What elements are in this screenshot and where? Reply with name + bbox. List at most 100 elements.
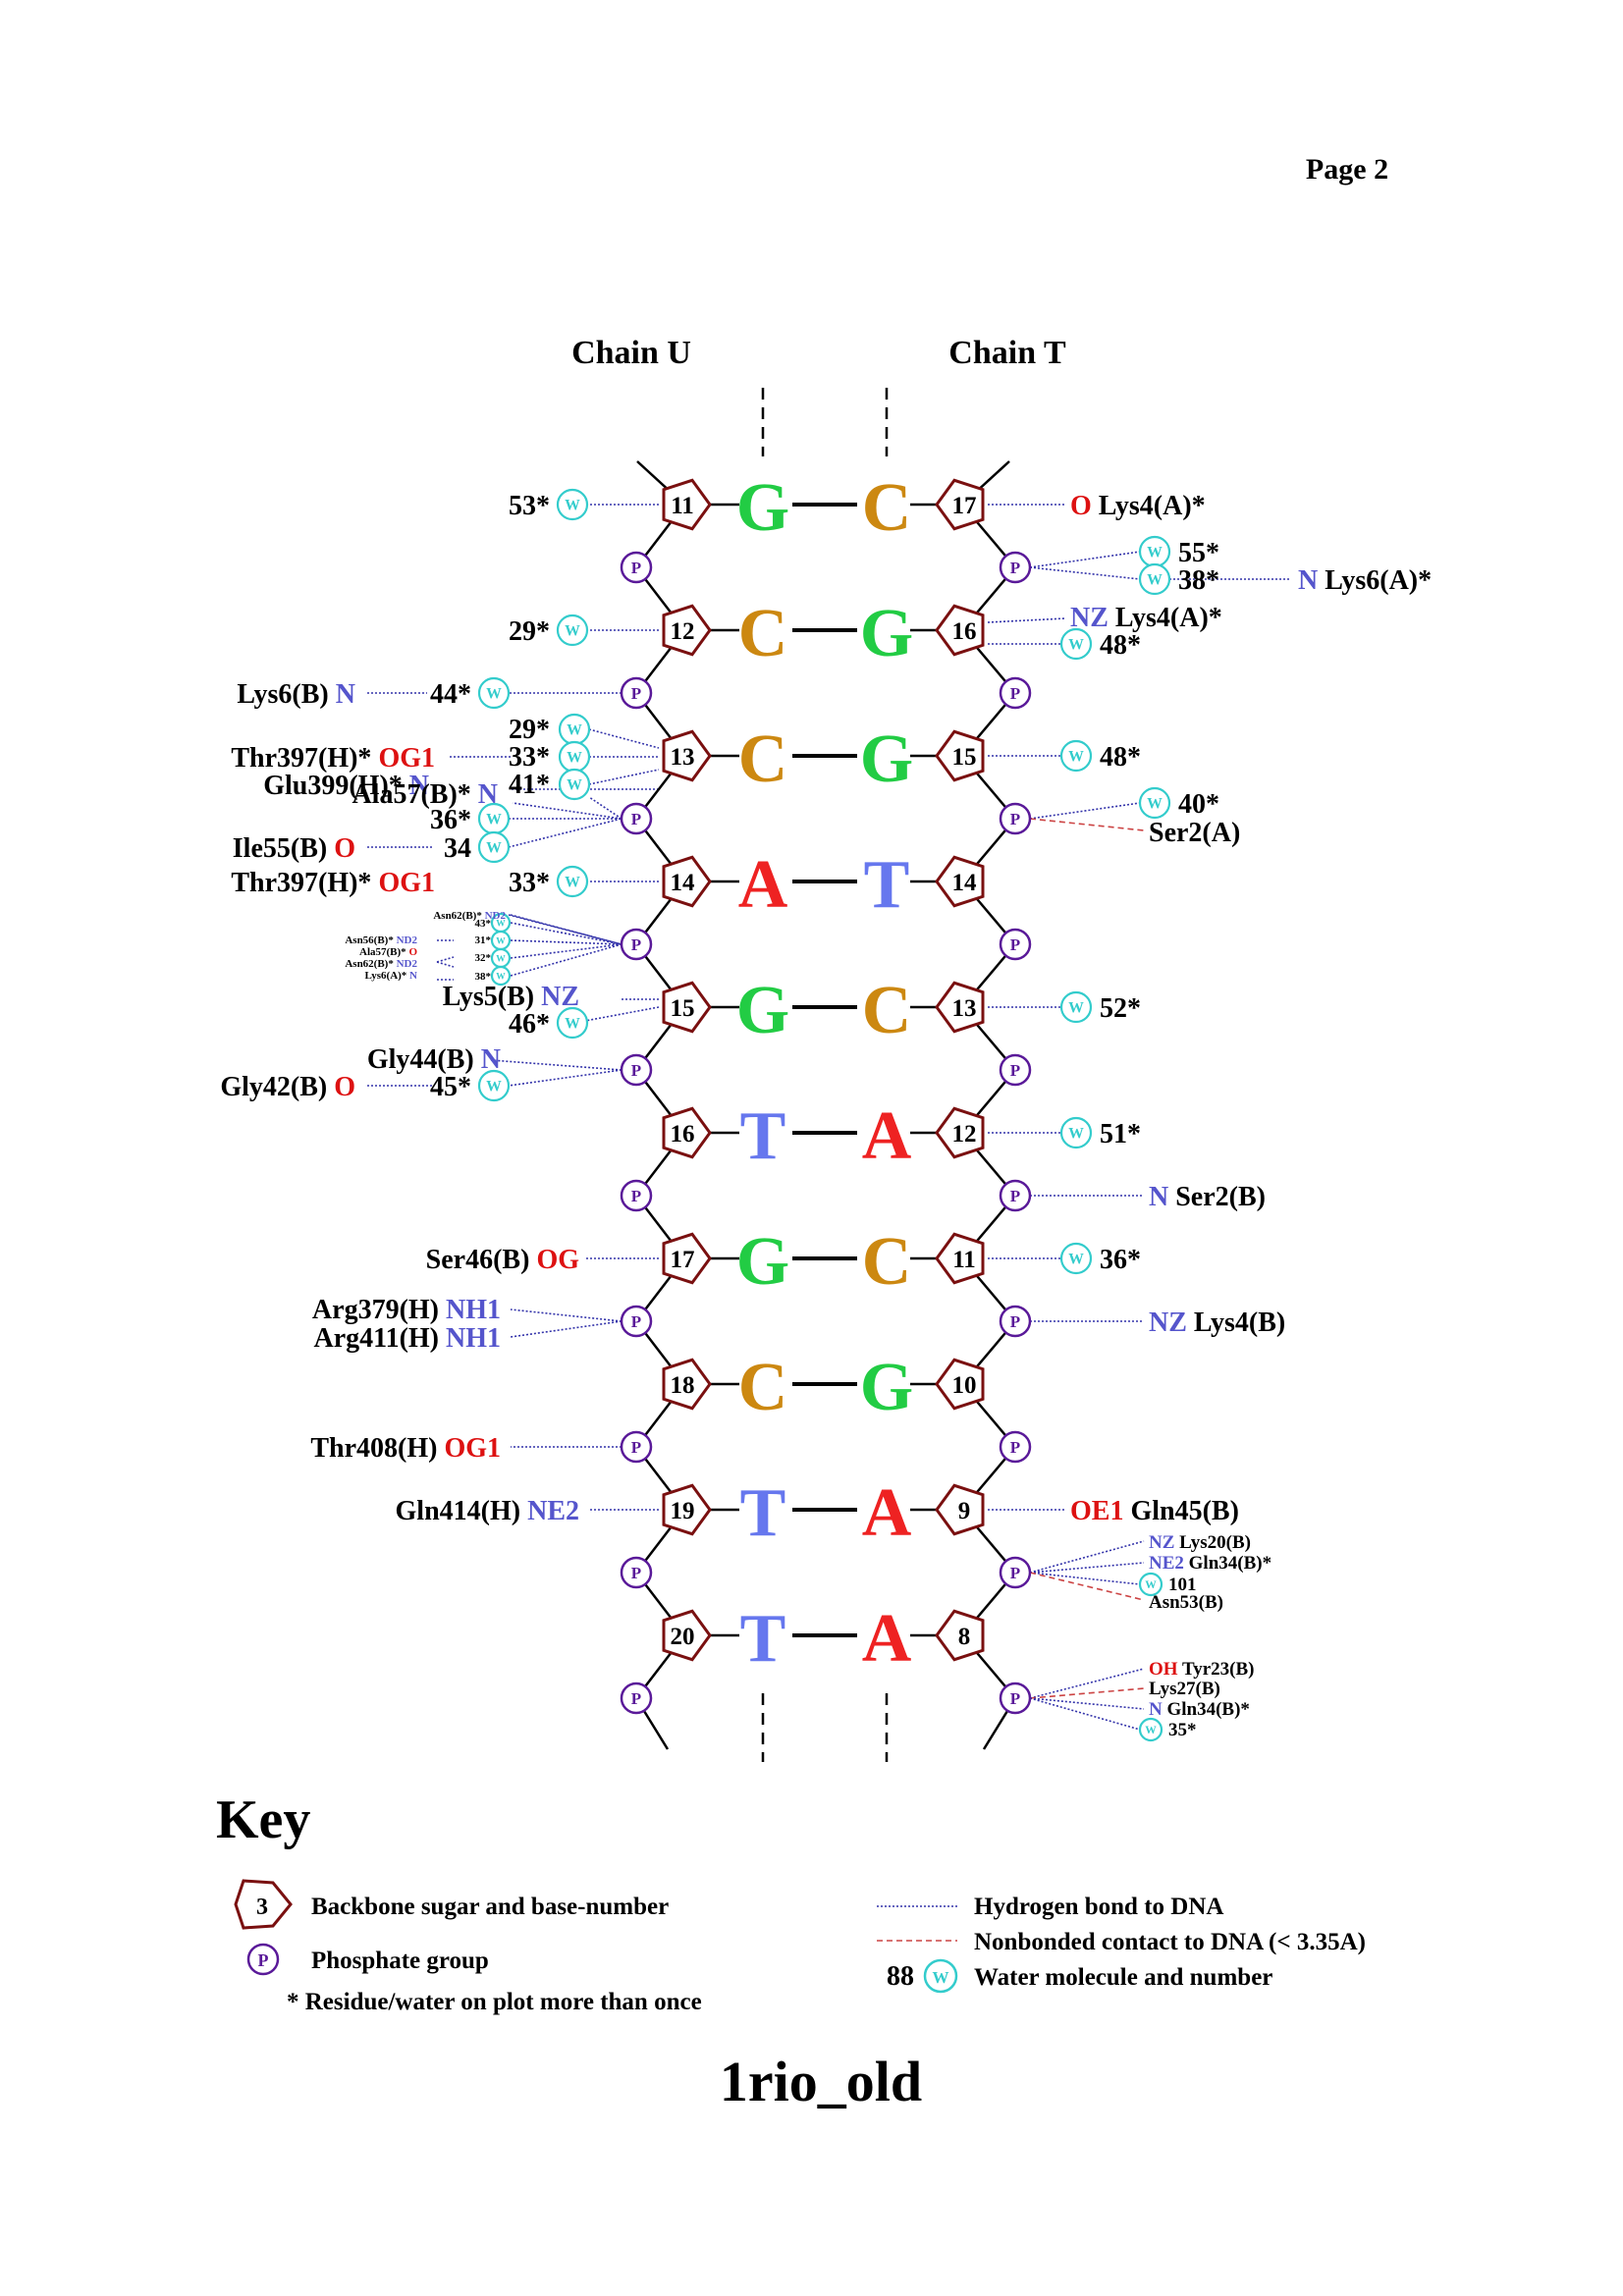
phosphate-circle — [620, 802, 653, 835]
phosphate-key-text: Phosphate group — [311, 1948, 489, 1974]
water-circle — [1059, 627, 1093, 661]
hydrogen-bond-line — [510, 1308, 622, 1322]
base-letter: G — [860, 721, 913, 797]
phosphate-circle — [999, 551, 1032, 584]
phosphate-circle — [620, 676, 653, 710]
base-letter: G — [860, 596, 913, 671]
phosphate-label: P — [631, 1312, 641, 1331]
phosphate-circle — [999, 1430, 1032, 1464]
residue-labels: 53*29*44*Lys6(B) N29*33*41*Thr397(H)* OG… — [220, 491, 1432, 1740]
water-label: W — [567, 777, 582, 794]
hydrogen-bond-line — [510, 922, 622, 945]
residue-label: Ile55(B) O — [233, 833, 355, 864]
base-letter: A — [862, 1475, 912, 1551]
star-key-text: * Residue/water on plot more than once — [287, 1989, 702, 2015]
residue-label: Thr397(H)* OG1 — [231, 743, 435, 774]
sugar-number: 14 — [671, 870, 696, 896]
residue-label: 38* — [475, 971, 492, 983]
base-letter: G — [860, 1350, 913, 1425]
water-circle — [556, 1006, 589, 1040]
hydrogen-bond-line — [1029, 1697, 1141, 1731]
residue-label: 43* — [475, 918, 492, 930]
key-legend: Key 3 Backbone sugar and base-number P P… — [216, 1789, 1366, 2015]
sugar-pentagon — [935, 1106, 985, 1159]
residue-label: 101 — [1168, 1575, 1197, 1595]
sugar-number: 15 — [671, 995, 695, 1022]
hydrogen-bond-line — [510, 943, 622, 977]
hydrogen-bond-line — [1029, 1697, 1145, 1710]
sugar-pentagon — [935, 981, 985, 1034]
nonbonded-contact-line — [1029, 1687, 1145, 1699]
water-label: W — [565, 1016, 580, 1033]
water-label: W — [567, 750, 582, 767]
diagram-title: 1rio_old — [720, 2050, 922, 2113]
hydrogen-bond-line — [436, 956, 455, 963]
hydrogen-bond-line — [508, 818, 622, 848]
sugar-number: 8 — [958, 1624, 971, 1650]
water-key-icon — [923, 1958, 958, 1994]
chain-t-heading: Chain T — [948, 335, 1066, 371]
phosphate-circle — [999, 1053, 1032, 1087]
water-label: W — [1068, 1000, 1084, 1017]
water-label: W — [565, 875, 580, 891]
residue-label: Gln414(H) NE2 — [396, 1496, 579, 1526]
base-letter: A — [862, 1098, 912, 1174]
residue-label: Arg411(H) NH1 — [313, 1323, 501, 1354]
sugar-number: 16 — [952, 618, 977, 645]
sugar-number: 20 — [671, 1624, 695, 1650]
phosphate-label: P — [631, 684, 641, 703]
residue-label: 29* — [509, 616, 550, 647]
hydrogen-bond-line — [1029, 1540, 1145, 1574]
phosphate-label: P — [631, 1061, 641, 1080]
base-letter: C — [862, 470, 912, 546]
residue-label: 53* — [509, 491, 550, 521]
residue-label: 40* — [1178, 789, 1219, 820]
residue-label: Ser2(A) — [1149, 818, 1240, 848]
water-label: W — [1147, 545, 1163, 561]
water-circle — [556, 614, 589, 647]
sugar-number: 9 — [958, 1498, 971, 1524]
sugar-number: 10 — [952, 1372, 977, 1399]
phosphate-circle — [620, 1556, 653, 1589]
phosphate-label: P — [1010, 1061, 1020, 1080]
residue-label: Gly44(B) N — [367, 1044, 501, 1075]
sugar-pentagon — [662, 1609, 712, 1662]
residue-label: NZ Lys4(A)* — [1070, 603, 1222, 633]
phosphate-circle — [620, 1305, 653, 1338]
phosphate-circle — [620, 1053, 653, 1087]
residue-label: Thr397(H)* OG1 — [231, 868, 435, 898]
residue-label: 44* — [430, 679, 471, 710]
sugar-number: 15 — [952, 744, 977, 771]
phosphate-label: P — [631, 935, 641, 954]
phosphate-label: P — [631, 1438, 641, 1457]
base-letter: T — [740, 1601, 786, 1677]
backbone-strand-l — [634, 460, 686, 1750]
water-label: W — [486, 1079, 502, 1095]
residue-label: Thr408(H) OG1 — [310, 1433, 501, 1464]
residue-label: NE2 Gln34(B)* — [1149, 1553, 1271, 1574]
nonbonded-contact-line — [1029, 818, 1145, 831]
page-label: Page 2 — [1306, 153, 1388, 186]
water-circle — [1059, 990, 1093, 1024]
phosphate-label: P — [1010, 810, 1020, 828]
hydrogen-bond-line — [1029, 1668, 1145, 1699]
hydrogen-bond-line — [512, 802, 622, 820]
hydrogen-bond-line — [573, 1006, 660, 1024]
water-label: W — [496, 936, 506, 946]
nonbond-key-text: Nonbonded contact to DNA (< 3.35A) — [974, 1929, 1366, 1955]
residue-label: Lys6(B) N — [237, 679, 355, 710]
dna-backbone — [634, 388, 1017, 1762]
sugar-pentagon — [935, 1483, 985, 1536]
residue-label: 32* — [475, 952, 492, 964]
residue-label: NZ Lys20(B) — [1149, 1532, 1251, 1553]
residue-label: 29* — [509, 715, 550, 745]
base-letter: G — [736, 1224, 789, 1300]
phosphate-label: P — [631, 1689, 641, 1708]
water-circle — [477, 676, 511, 710]
hydrogen-bond-line — [510, 914, 622, 945]
sugar-number: 19 — [671, 1498, 695, 1524]
residue-label: 55* — [1178, 538, 1219, 568]
water-circle — [558, 768, 591, 801]
sugar-number: 13 — [952, 995, 977, 1022]
